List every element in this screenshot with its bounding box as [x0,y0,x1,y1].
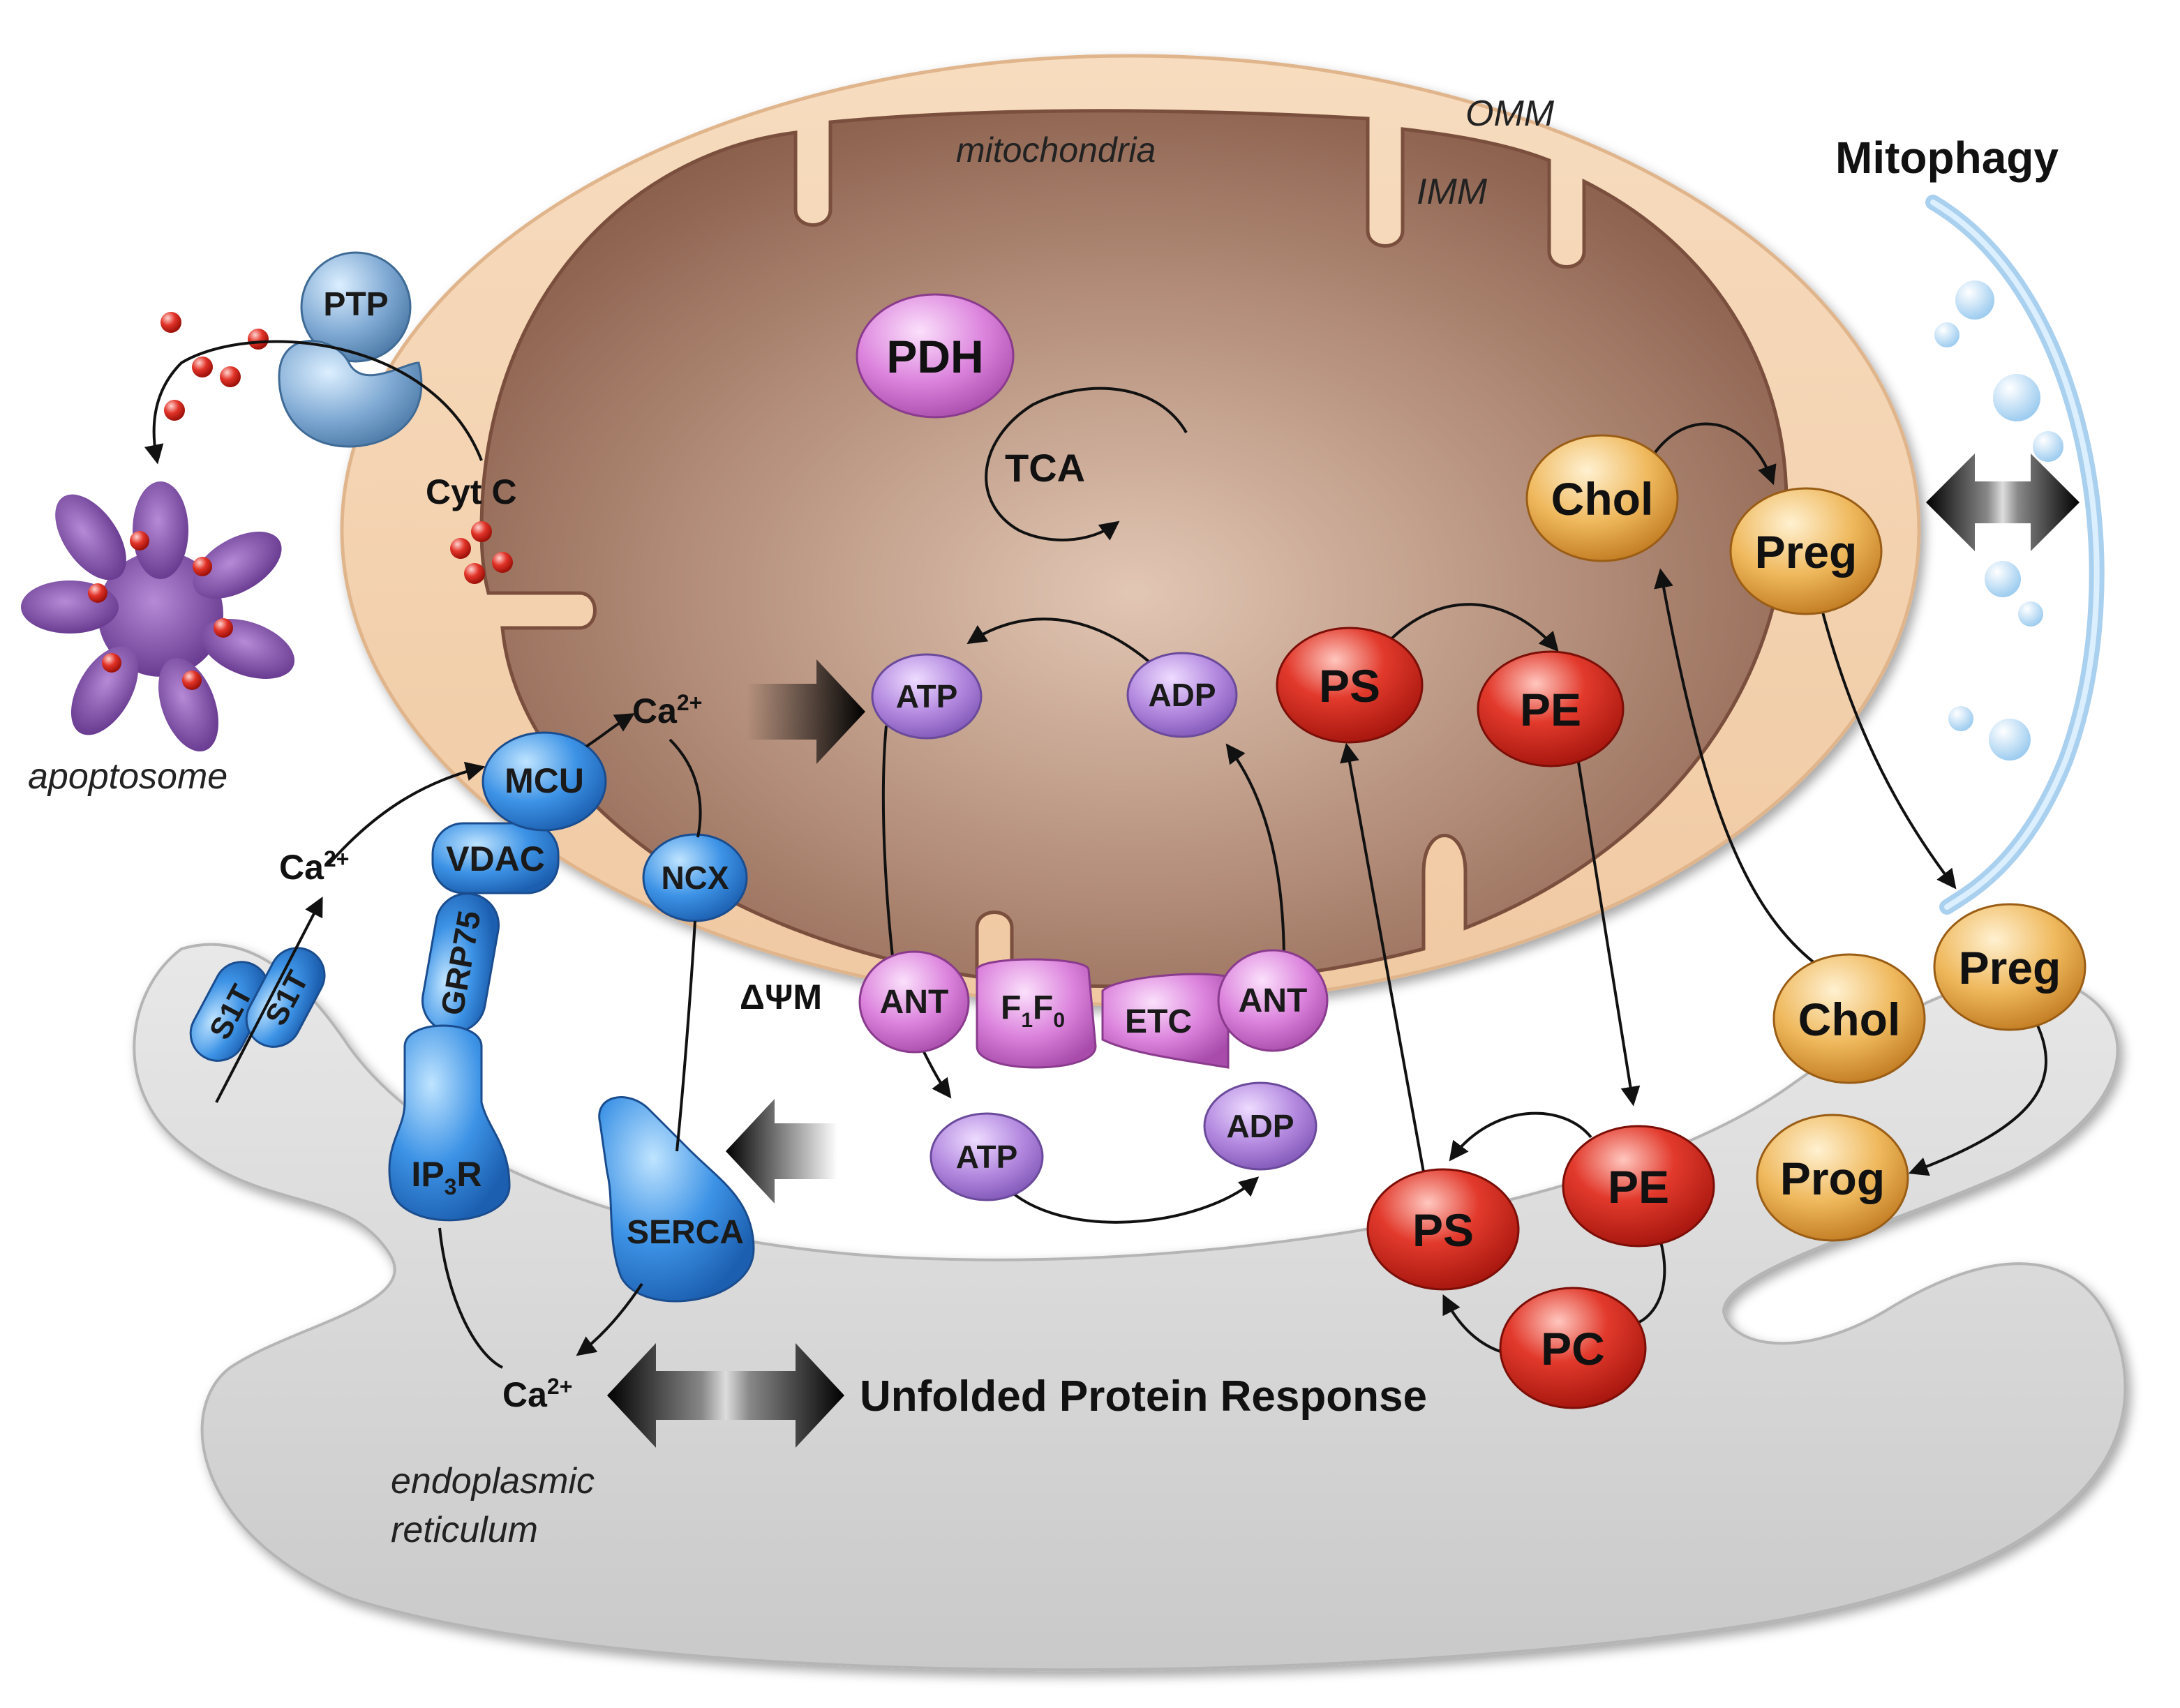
mcu-label: MCU [505,761,584,800]
pc-node-er: PC [1499,1287,1647,1409]
ip3r-protein: IP3R [388,1024,511,1222]
etc-label: ETC [1125,1003,1192,1040]
pc-label-er: PC [1541,1323,1605,1374]
pe-node-er: PE [1562,1125,1715,1248]
serca-protein: SERCA [598,1096,755,1303]
cytc-label: Cyt C [426,472,517,511]
omm-label: OMM [1465,93,1555,134]
s1t-proteins: S1T S1T [189,947,326,1062]
f1f0-node: F1F0 [976,958,1097,1069]
serca-label: SERCA [627,1214,744,1251]
ps-label-mito: PS [1319,660,1380,712]
preg-node-er: Preg [1933,903,2086,1031]
adp-node-mito: ADP [1126,652,1238,738]
adp-node-cytosol: ADP [1203,1081,1317,1171]
block-arrow-to-serca [726,1099,837,1204]
grp75-protein: GRP75 [421,892,500,1033]
preg-label-er: Preg [1959,942,2061,994]
adp-label-mito: ADP [1148,677,1216,713]
ca-label-er: Ca2+ [502,1374,572,1414]
upr-label: Unfolded Protein Response [860,1372,1427,1421]
ip3r-label: IP3R [411,1155,481,1199]
mitophagy-membrane [1925,195,2105,915]
pe-node-mito: PE [1477,650,1625,767]
ant-node-left: ANT [858,950,970,1054]
ant-label-right: ANT [1239,982,1308,1019]
endoplasmic-reticulum-shape [133,943,2127,1672]
etc-node: ETC [1101,973,1230,1069]
chol-label-er: Chol [1798,994,1901,1045]
imm-label: IMM [1417,172,1488,212]
pdh-node: PDH [856,293,1015,419]
ps-node-mito: PS [1276,627,1424,744]
ncx-label: NCX [661,860,729,896]
ps-node-er: PS [1366,1168,1520,1291]
vdac-label: VDAC [446,839,545,878]
atp-label-cytosol: ATP [956,1139,1018,1175]
pathway-arrows [144,340,2047,1369]
mitochondria-label: mitochondria [956,130,1156,170]
atp-label-mito: ATP [896,678,958,714]
er-label-line2: reticulum [391,1510,538,1550]
double-arrow-mitophagy [1926,454,2080,551]
tca-label: TCA [1005,446,1085,490]
preg-node-mito: Preg [1729,487,1883,615]
ps-label-er: PS [1412,1204,1474,1256]
ptp-protein: PTP [278,251,423,448]
ant-label-left: ANT [880,984,949,1021]
adp-label-cytosol: ADP [1226,1108,1294,1144]
double-arrow-upr [607,1343,844,1448]
chol-node-er: Chol [1772,953,1926,1084]
apoptosome-label: apoptosome [28,756,227,797]
chol-label-mito: Chol [1551,473,1654,525]
vdac-protein: VDAC [431,822,560,894]
preg-label-mito: Preg [1755,526,1858,578]
pe-label-mito: PE [1520,684,1581,735]
f1f0-label: F1F0 [1001,989,1065,1032]
mcu-protein: MCU [481,731,607,832]
prog-label-er: Prog [1780,1153,1885,1204]
apoptosome-icon [21,481,295,752]
er-label-line1: endoplasmic [391,1461,595,1501]
pe-label-er: PE [1608,1161,1669,1213]
pdh-label: PDH [886,331,983,382]
block-arrow-to-atp [747,659,865,764]
chol-node-mito: Chol [1525,434,1679,562]
atp-node-mito: ATP [871,653,983,740]
ptp-label: PTP [323,286,388,323]
ca-label-mito: Ca2+ [632,690,702,731]
ncx-protein: NCX [642,833,748,922]
mitophagy-label: Mitophagy [1835,133,2059,183]
cytochrome-c-dots [160,312,513,584]
delta-psi-label: ΔΨM [740,977,822,1017]
prog-node-er: Prog [1756,1114,1909,1242]
ca-label-cytosol: Ca2+ [279,846,349,887]
ant-node-right: ANT [1217,949,1329,1052]
atp-node-cytosol: ATP [930,1112,1044,1201]
mitochondrion-shape [340,54,1921,1007]
